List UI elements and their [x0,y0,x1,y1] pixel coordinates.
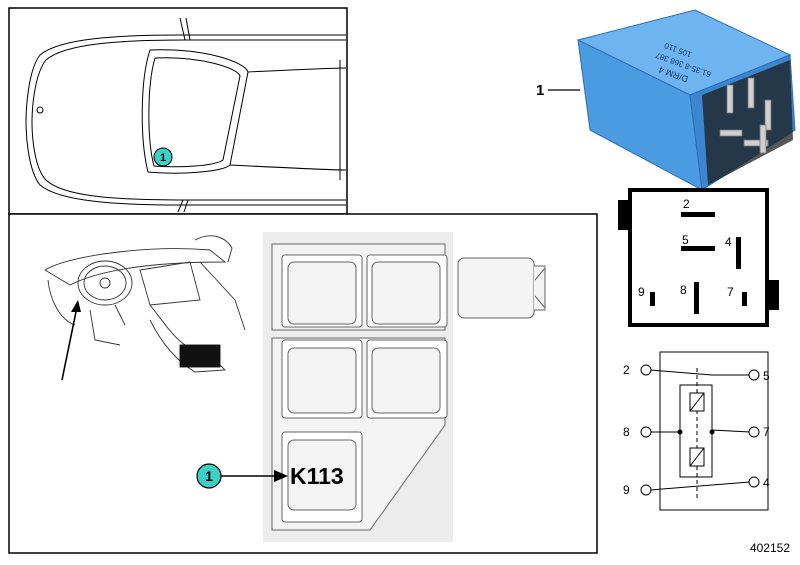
car-top-outline [25,17,347,213]
top-view-callout-number: 1 [160,152,166,164]
location-panel: 1 K113 [8,213,598,554]
k113-callout: 1 [196,463,288,489]
vehicle-top-view-panel: 1 [8,7,348,215]
k113-callout-number: 1 [205,468,213,484]
terminal-label-9: 9 [623,483,630,497]
relay-callout: 1 [536,82,580,99]
interior-sketch [44,235,246,373]
relay-schematic [640,351,769,511]
relay-code-label: K113 [290,463,344,489]
diagram-id: 402152 [750,541,790,555]
pin-label-7: 7 [727,285,734,299]
pin-label-5: 5 [682,233,689,247]
terminal-label-2: 2 [623,363,630,377]
relay-photo: D/RM 4 61.35-8 368 387 105 110 [576,9,796,191]
location-pointer-head [71,300,81,312]
pin-label-2: 2 [683,197,690,211]
pin-label-8: 8 [680,283,687,297]
relay-callout-number: 1 [536,82,544,99]
schematic-terminal-labels: 2 5 8 7 9 4 [623,363,770,497]
terminal-label-5: 5 [763,369,770,383]
top-view-frame [8,7,348,215]
terminal-label-4: 4 [763,476,770,490]
pin-label-9: 9 [638,285,645,299]
pin-bars [650,212,747,314]
pin-labels: 2 5 4 9 8 7 [638,197,734,299]
top-view-callout: 1 [153,147,173,167]
terminal-label-7: 7 [763,425,770,439]
pin-label-4: 4 [725,235,732,249]
relay-carrier [263,232,546,542]
location-pointer-arrow [61,301,79,381]
terminal-label-8: 8 [623,425,630,439]
relay-pinout: 2 5 4 9 8 7 [618,188,779,327]
